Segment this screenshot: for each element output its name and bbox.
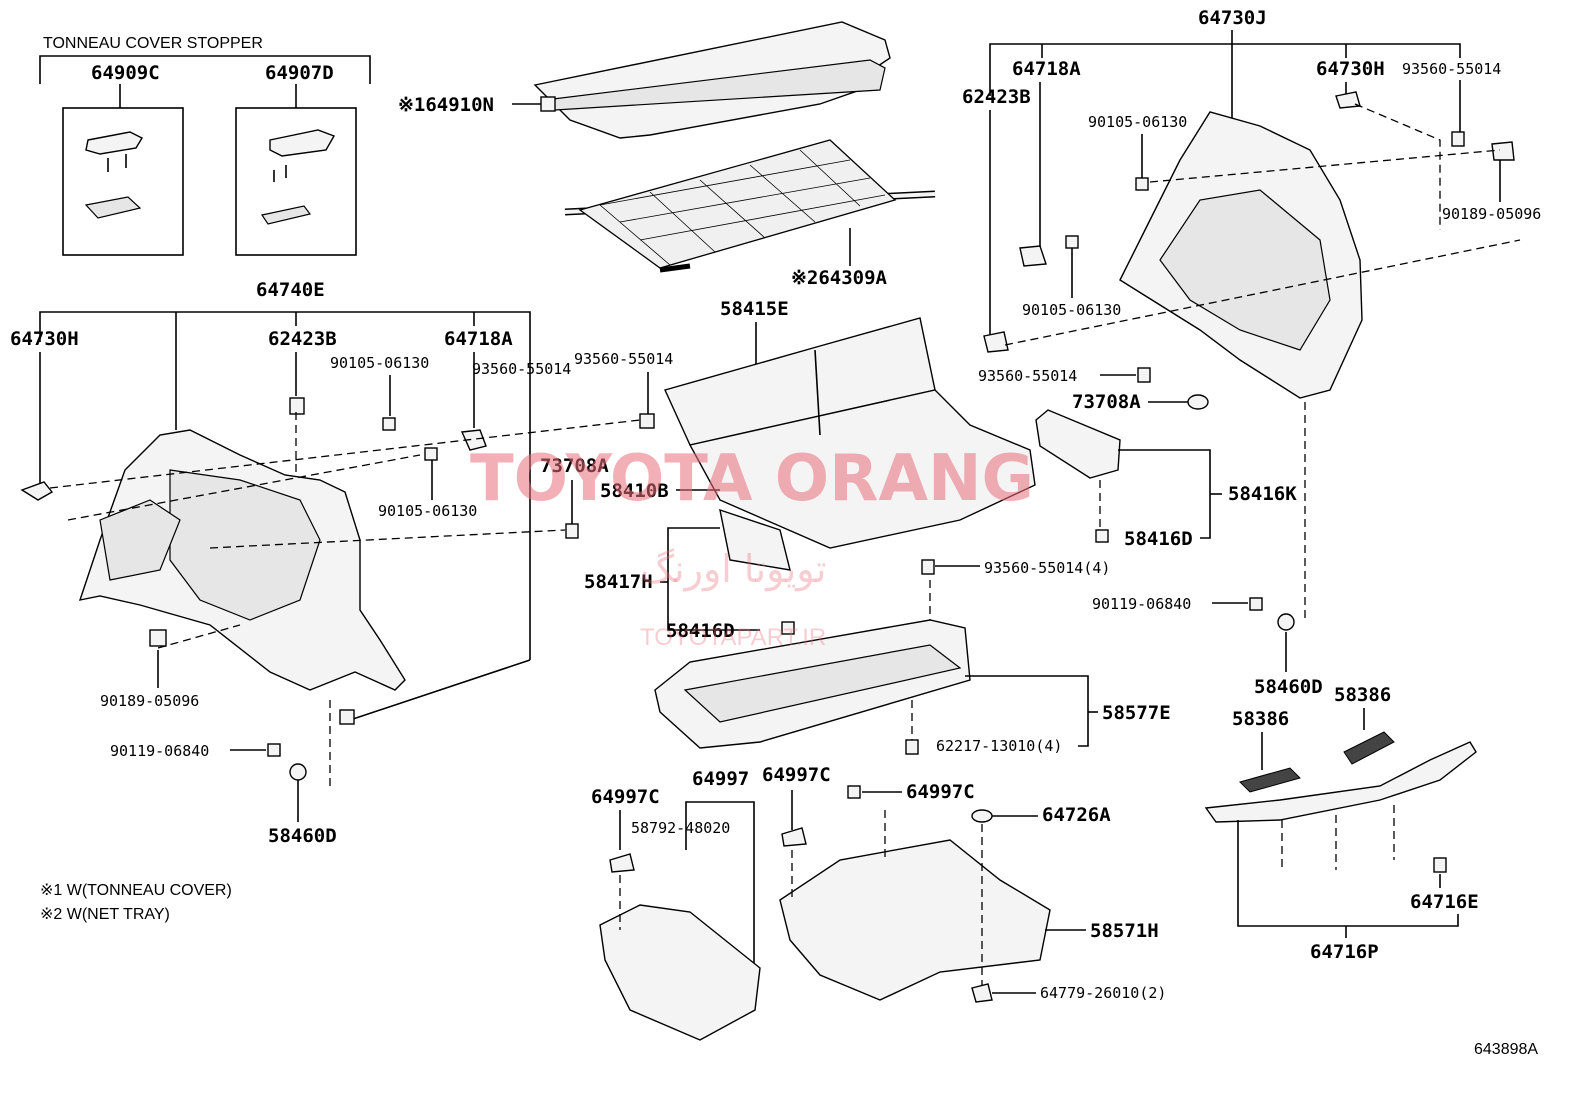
part-58415E[interactable]: 58415E xyxy=(720,298,789,320)
part-64997C-c[interactable]: 64997C xyxy=(906,781,975,803)
stopper-64907D-parts xyxy=(261,129,336,225)
tonneau-stopper-group: TONNEAU COVER STOPPER 64909C 64907D xyxy=(39,35,371,256)
note-net-tray: ※2 W(NET TRAY) xyxy=(40,906,170,923)
part-58417H[interactable]: 58417H xyxy=(584,571,653,593)
right-quarter-trim-group: 64730J 64718A 62423B 64730H 93560-55014 … xyxy=(962,7,1541,620)
side-box-group: 58416K 58416D xyxy=(1035,409,1297,550)
stopper-64909C-parts xyxy=(84,131,143,219)
part-64997[interactable]: 64997 xyxy=(692,768,749,790)
under-tray-group: 64997 64997C 58792-48020 64997C 64997C 6… xyxy=(591,764,1166,1041)
part-93560-55014-left[interactable]: 93560-55014 xyxy=(472,360,571,378)
part-64910N[interactable]: ※164910N xyxy=(398,94,494,116)
part-58571H[interactable]: 58571H xyxy=(1090,920,1159,942)
part-93560-55014-4[interactable]: 93560-55014(4) xyxy=(984,559,1110,577)
part-58416D-right[interactable]: 58416D xyxy=(1124,528,1193,550)
storage-box-58417H xyxy=(719,508,791,571)
part-62217-13010-4[interactable]: 62217-13010(4) xyxy=(936,737,1062,755)
tonneau-cover-assembly: ※164910N xyxy=(398,21,891,139)
part-93560-55014-right[interactable]: 93560-55014 xyxy=(978,367,1077,385)
tonneau-group-title: TONNEAU COVER STOPPER xyxy=(43,35,263,52)
under-tray-64997 xyxy=(599,904,761,1041)
part-58410B[interactable]: 58410B xyxy=(600,480,669,502)
part-73708A-left[interactable]: 73708A xyxy=(540,455,609,477)
part-64997C-b[interactable]: 64997C xyxy=(762,764,831,786)
part-64907D[interactable]: 64907D xyxy=(265,62,334,84)
part-73708A-right[interactable]: 73708A xyxy=(1072,391,1141,413)
deck-board-lower xyxy=(688,389,1036,549)
notes: ※1 W(TONNEAU COVER) ※2 W(NET TRAY) xyxy=(40,882,232,923)
note-tonneau: ※1 W(TONNEAU COVER) xyxy=(40,882,232,899)
watermark-site: TOYOTAPART.IR xyxy=(640,624,826,651)
part-62423B-left[interactable]: 62423B xyxy=(268,328,337,350)
side-box-58416K xyxy=(1035,409,1121,479)
part-90105-06130-left-a[interactable]: 90105-06130 xyxy=(330,354,429,372)
part-62423B-right[interactable]: 62423B xyxy=(962,86,1031,108)
under-tray-58571H xyxy=(779,839,1051,1001)
part-64309A[interactable]: ※264309A xyxy=(791,267,888,289)
part-93560-55014-mid[interactable]: 93560-55014 xyxy=(574,350,673,368)
part-58386-a[interactable]: 58386 xyxy=(1232,708,1289,730)
part-64716E[interactable]: 64716E xyxy=(1410,891,1479,913)
scuff-plate-64716P xyxy=(1204,741,1477,823)
part-64718A-right[interactable]: 64718A xyxy=(1012,58,1081,80)
part-58460D-left[interactable]: 58460D xyxy=(268,825,337,847)
part-64997C-a[interactable]: 64997C xyxy=(591,786,660,808)
part-64716P[interactable]: 64716P xyxy=(1310,941,1379,963)
watermark-main: TOYOTA ORANG xyxy=(470,442,1034,516)
part-64718A-left[interactable]: 64718A xyxy=(444,328,513,350)
watermark-arabic: تویوتا اورنگ xyxy=(640,547,827,592)
watermark: TOYOTA ORANG تویوتا اورنگ TOYOTAPART.IR xyxy=(470,442,1034,651)
part-90105-06130-right-b[interactable]: 90105-06130 xyxy=(1022,301,1121,319)
part-58416D-mid[interactable]: 58416D xyxy=(666,620,735,642)
left-quarter-trim-group: 64740E 64730H 62423B 64718A 90105-06130 … xyxy=(10,279,673,847)
stopper-64909C-box xyxy=(62,107,184,256)
part-64730H-left[interactable]: 64730H xyxy=(10,328,79,350)
illustration-code: 643898A xyxy=(1474,1041,1538,1058)
part-58792-48020[interactable]: 58792-48020 xyxy=(631,819,730,837)
net-tray-assembly: ※264309A xyxy=(564,139,936,289)
part-64726A[interactable]: 64726A xyxy=(1042,804,1111,826)
part-58460D-right[interactable]: 58460D xyxy=(1254,676,1323,698)
part-58416K[interactable]: 58416K xyxy=(1228,483,1297,505)
deck-board-upper xyxy=(664,317,936,446)
deck-board-group: 58415E 58410B 58417H 58416D 93560-55014(… xyxy=(584,298,1171,755)
part-58386-b[interactable]: 58386 xyxy=(1334,684,1391,706)
part-64909C[interactable]: 64909C xyxy=(91,62,160,84)
part-90119-06840-left[interactable]: 90119-06840 xyxy=(110,742,209,760)
part-64779-26010-2[interactable]: 64779-26010(2) xyxy=(1040,984,1166,1002)
part-64730H-right[interactable]: 64730H xyxy=(1316,58,1385,80)
part-90189-05096-right[interactable]: 90189-05096 xyxy=(1442,205,1541,223)
part-64730J[interactable]: 64730J xyxy=(1198,7,1267,29)
part-58577E[interactable]: 58577E xyxy=(1102,702,1171,724)
part-90105-06130-left-b[interactable]: 90105-06130 xyxy=(378,502,477,520)
scuff-plate-group: 90119-06840 58460D 58386 58386 64716E 64… xyxy=(1092,595,1479,963)
part-64740E[interactable]: 64740E xyxy=(256,279,325,301)
part-90189-05096-left[interactable]: 90189-05096 xyxy=(100,692,199,710)
part-90119-06840-right[interactable]: 90119-06840 xyxy=(1092,595,1191,613)
part-90105-06130-right-a[interactable]: 90105-06130 xyxy=(1088,113,1187,131)
stopper-64907D-box xyxy=(235,107,357,256)
part-93560-55014-right-top[interactable]: 93560-55014 xyxy=(1402,60,1501,78)
